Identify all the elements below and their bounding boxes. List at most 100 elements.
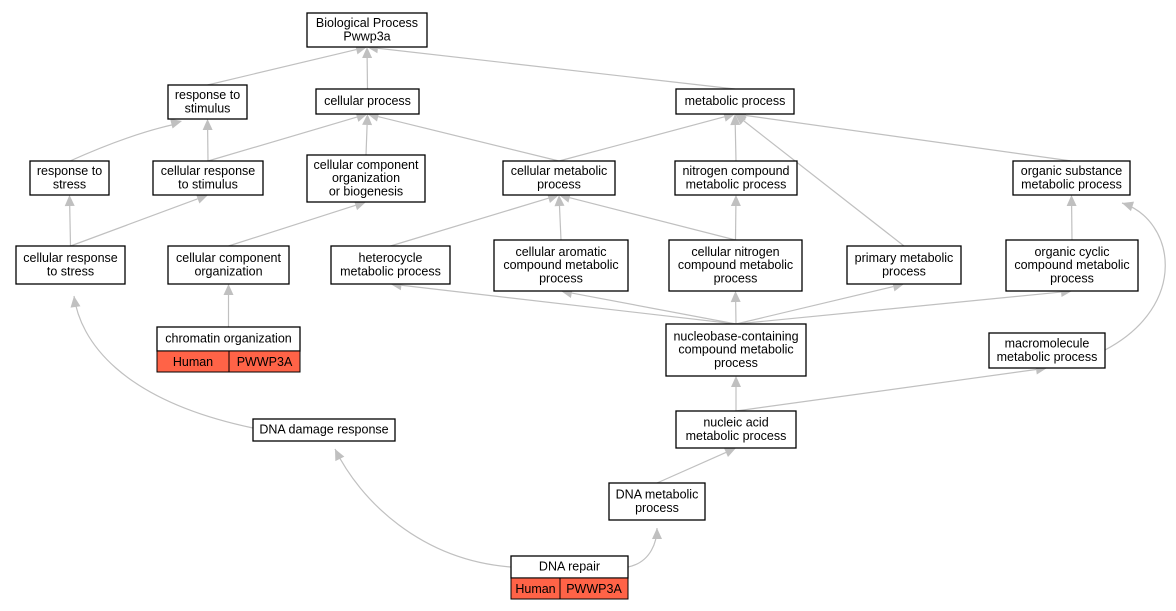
node-label-line: to stress: [47, 264, 94, 278]
node-box: [152, 160, 264, 196]
edge-cmp-cp: [378, 116, 560, 162]
edge-crs-cp: [207, 116, 358, 162]
node-box: [1005, 239, 1139, 292]
node-label-line: to stimulus: [178, 177, 238, 191]
edge-cco-ccob-arrowhead: [353, 200, 366, 211]
node-box: [306, 12, 428, 48]
node-label-line: nitrogen compound: [682, 164, 789, 178]
node-label-line: DNA damage response: [259, 423, 388, 437]
tag-label: PWWP3A: [566, 582, 622, 596]
node-box: [846, 245, 962, 285]
node-label-line: heterocycle: [359, 251, 423, 265]
node-label-line: cellular process: [324, 94, 411, 108]
node-label-line: chromatin organization: [165, 332, 292, 346]
edge-ccob-cp-arrowhead: [362, 114, 373, 126]
node-box: [502, 160, 616, 196]
edge-hmp-cmp: [390, 197, 549, 247]
node-box: [167, 245, 290, 285]
node-label-line: organic cyclic: [1034, 245, 1109, 259]
edge-rs-bp: [207, 48, 357, 86]
node-box: [608, 482, 706, 521]
node-ddr: DNA damage response: [252, 418, 396, 442]
node-label-line: compound metabolic: [503, 258, 618, 272]
edge-nbcmp-occmp: [735, 291, 1062, 325]
edge-crs-rs-arrowhead: [202, 119, 213, 131]
tag-box: [559, 577, 629, 600]
edge-dmp-namp: [656, 451, 727, 484]
node-label-line: process: [635, 501, 679, 515]
node-label-line: Biological Process: [316, 16, 418, 30]
node-box: [668, 239, 803, 292]
node-box: [675, 410, 797, 449]
edge-nbcmp-cncmp-arrowhead: [730, 291, 741, 303]
node-label-line: metabolic process: [1021, 177, 1122, 191]
node-label-line: metabolic process: [686, 429, 787, 443]
node-label-line: compound metabolic: [678, 258, 793, 272]
node-label-line: process: [882, 264, 926, 278]
node-label-line: cellular nitrogen: [691, 245, 779, 259]
node-label-line: organization: [332, 171, 400, 185]
node-label-line: process: [539, 271, 583, 285]
node-box: [330, 245, 451, 285]
edge-dr-dmp-arrowhead: [652, 528, 662, 539]
node-label-line: DNA metabolic: [616, 488, 699, 502]
node-label-line: process: [714, 271, 758, 285]
node-box: [306, 154, 426, 203]
node-label-line: stimulus: [185, 101, 231, 115]
node-label-line: nucleic acid: [703, 416, 768, 430]
edge-nbcmp-cacmp: [571, 292, 737, 325]
edge-osmp-mp: [745, 114, 1072, 162]
edge-dr-ddr-arrowhead: [335, 449, 345, 462]
node-box: [315, 88, 420, 115]
edge-occmp-osmp-arrowhead: [1066, 195, 1077, 207]
edge-cacmp-cmp: [558, 205, 562, 241]
edge-namp-nbcmp-arrowhead: [731, 376, 741, 387]
edge-cco-ccob: [228, 204, 356, 247]
node-label-line: compound metabolic: [1014, 258, 1129, 272]
edge-mmp-osmp: [1104, 202, 1166, 351]
edge-cmp-mp: [558, 116, 725, 162]
edge-ncmp-mp: [734, 124, 737, 162]
edge-hmp-cmp-arrowhead: [547, 193, 559, 203]
edge-ddr-crst: [73, 295, 254, 429]
node-label-line: process: [537, 177, 581, 191]
node-label-line: cellular component: [176, 251, 281, 265]
node-label-line: nucleobase-containing: [673, 330, 798, 344]
node-box: [15, 245, 126, 285]
edge-namp-mmp: [735, 368, 1037, 412]
node-box: [674, 160, 798, 196]
node-box: [252, 418, 396, 442]
node-label-line: primary metabolic: [855, 251, 954, 265]
tag-box: [228, 350, 301, 373]
edge-cncmp-ncmp-arrowhead: [730, 195, 741, 207]
node-label-line: response to: [175, 88, 240, 102]
node-label-line: stress: [53, 177, 86, 191]
edge-pmp-mp: [743, 120, 905, 247]
node-box: [1012, 160, 1131, 196]
node-label-line: metabolic process: [997, 350, 1098, 364]
tag-label: PWWP3A: [237, 355, 293, 369]
node-label-line: compound metabolic: [678, 343, 793, 357]
edges-layer: [64, 43, 1166, 568]
edge-rst-rs-arrowhead: [170, 118, 182, 129]
edge-mp-bp: [377, 47, 736, 90]
tag-label: Human: [173, 355, 213, 369]
edge-crst-crs: [70, 198, 198, 247]
node-label-line: DNA repair: [539, 560, 600, 574]
